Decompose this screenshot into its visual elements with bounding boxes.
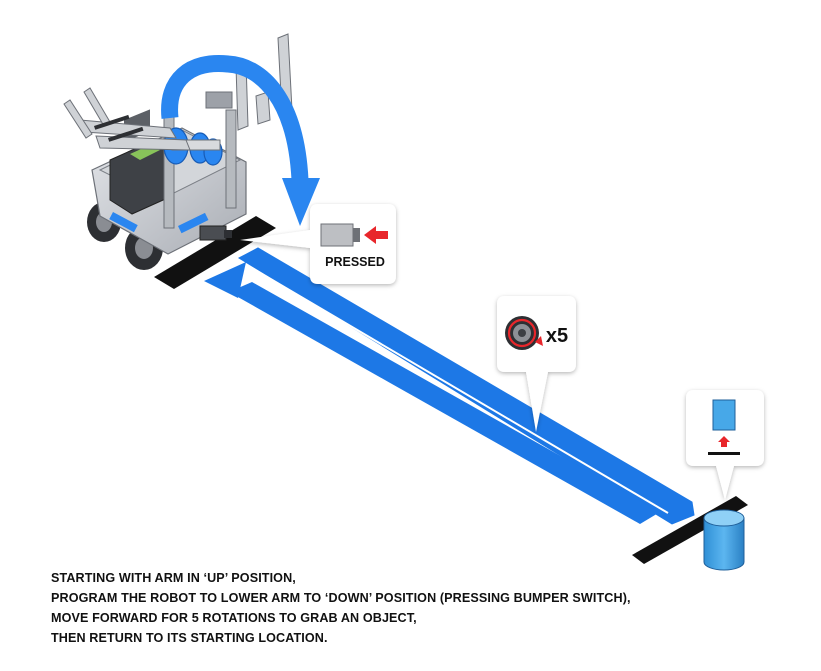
bumper-callout-label: PRESSED <box>325 255 385 269</box>
instruction-line-2: PROGRAM THE ROBOT TO LOWER ARM TO ‘DOWN’… <box>51 591 631 605</box>
instruction-line-1: STARTING WITH ARM IN ‘UP’ POSITION, <box>51 571 296 585</box>
bumper-callout <box>240 204 396 284</box>
instruction-line-3: MOVE FORWARD FOR 5 ROTATIONS TO GRAB AN … <box>51 611 417 625</box>
arm-lower-arrow <box>161 55 320 226</box>
robot <box>63 33 293 270</box>
object-lift-icon <box>708 399 740 455</box>
rotations-callout-label: x5 <box>546 325 568 347</box>
travel-path-arrow <box>204 247 695 525</box>
instructions-text: STARTING WITH ARM IN ‘UP’ POSITION, PROG… <box>51 568 751 648</box>
target-object <box>703 509 745 571</box>
path-outbound-band <box>237 247 695 525</box>
instruction-line-4: THEN RETURN TO ITS STARTING LOCATION. <box>51 631 328 645</box>
start-line <box>154 216 276 289</box>
bumper-switch-icon <box>320 223 388 247</box>
motor-rotation-icon <box>505 316 543 350</box>
path-return-band <box>229 282 660 524</box>
robot-bumper-switch <box>199 225 232 241</box>
path-return-arrowhead <box>204 262 246 298</box>
